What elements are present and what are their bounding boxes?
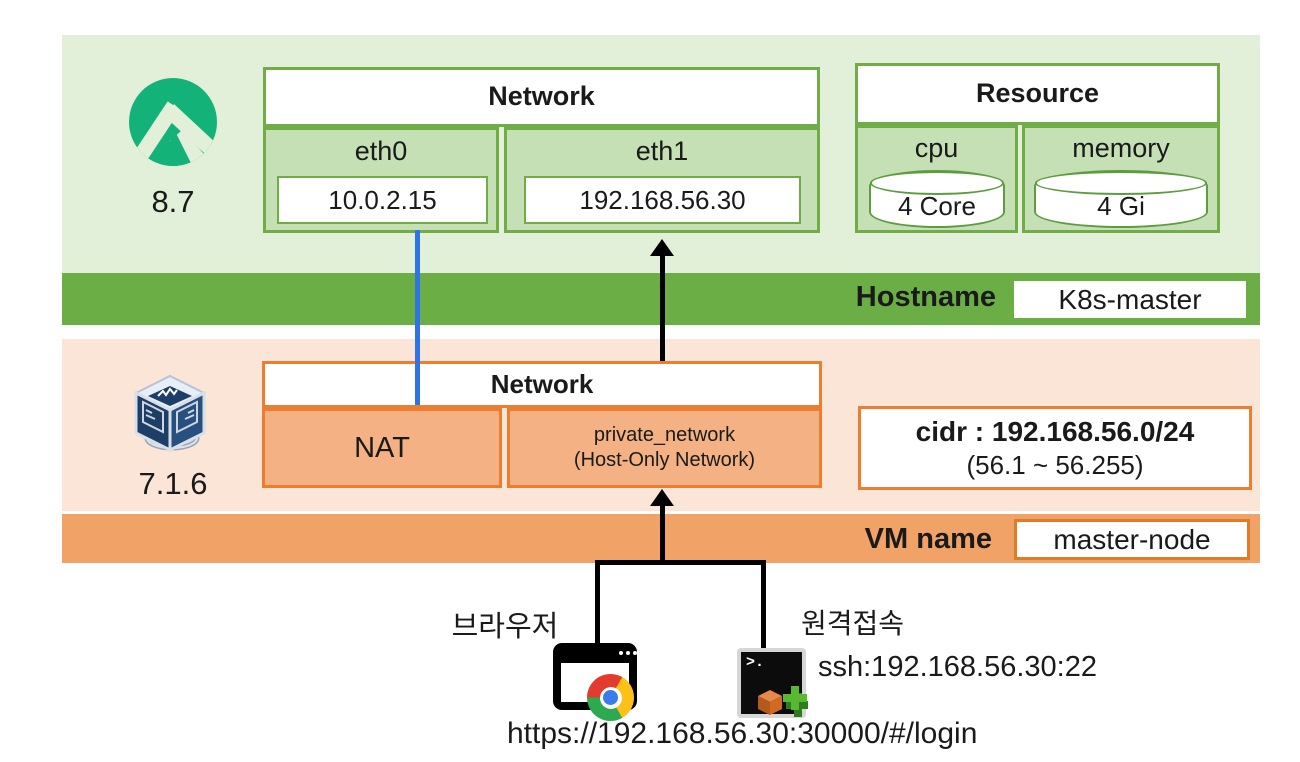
eth1-ip-box: 192.168.56.30 [524,176,801,224]
cpu-value: 4 Core [897,191,977,221]
virtualbox-logo-icon [130,372,210,456]
vm-name-label: VM name [864,523,992,555]
memory-cylinder-icon: 4 Gi [1034,170,1208,228]
mobaxterm-blocks-icon [750,682,810,722]
remote-access-label: 원격접속 [800,608,905,639]
private-network-cell: private_network (Host-Only Network) [507,408,822,488]
cidr-box: cidr : 192.168.56.0/24 (56.1 ~ 56.255) [858,406,1252,490]
chrome-logo-icon [587,674,634,721]
cpu-label: cpu [914,133,959,163]
vm-name-value-box: master-node [1014,519,1250,560]
rocky-linux-logo-icon [128,77,218,167]
memory-value: 4 Gi [1097,191,1145,221]
access-to-private-arrowhead-icon [650,489,674,506]
terminal-prompt: >. [746,654,765,671]
browser-label: 브라우저 [451,611,559,643]
cpu-cylinder-icon: 4 Core [869,170,1005,228]
remote-branch-line [761,560,766,652]
eth0-label: eth0 [354,136,408,166]
dashboard-url-text: https://192.168.56.30:30000/#/login [507,717,978,750]
memory-label: memory [1072,133,1170,163]
eth0-ip-box: 10.0.2.15 [277,176,488,224]
virtualbox-version: 7.1.6 [138,466,208,501]
access-fork-horizontal-line [595,560,766,565]
ssh-address-text: ssh:192.168.56.30:22 [818,651,1097,683]
nat-eth0-connector-line [415,230,420,405]
cidr-line2: (56.1 ~ 56.255) [966,450,1144,480]
cidr-line1: cidr : 192.168.56.0/24 [915,416,1195,447]
private-network-label: private_network [593,424,736,446]
browser-dots-icon [619,651,623,655]
hostname-label: Hostname [855,281,996,313]
rocky-version: 8.7 [151,184,195,219]
linux-network-header: Network [263,67,820,127]
access-to-private-arrow-line [660,505,665,562]
private-to-eth1-arrow-line [660,254,665,361]
private-network-sub: (Host-Only Network) [573,449,756,471]
browser-branch-line [595,560,600,645]
resource-header: Resource [855,63,1220,125]
eth1-label: eth1 [635,136,689,166]
hostname-value-box: K8s-master [1014,281,1246,318]
private-to-eth1-arrowhead-icon [650,239,674,256]
vbox-network-header: Network [262,361,822,408]
nat-cell: NAT [262,408,502,488]
